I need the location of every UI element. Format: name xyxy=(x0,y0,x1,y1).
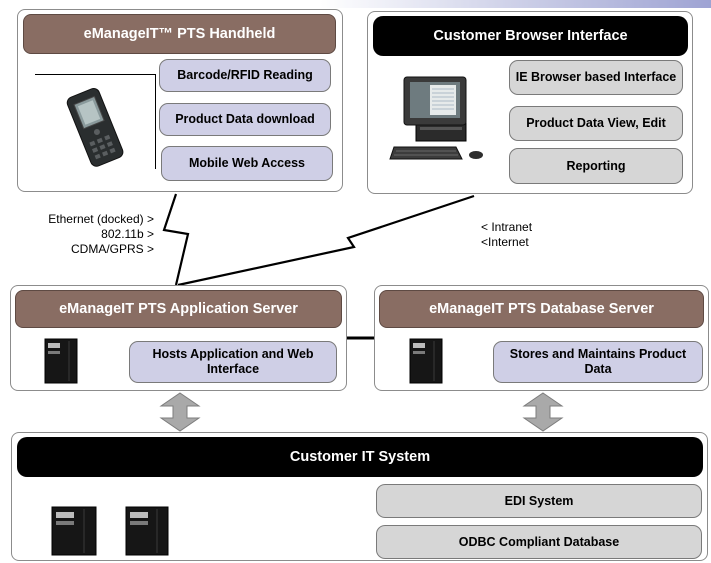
it-odbc-database: ODBC Compliant Database xyxy=(376,525,702,559)
link-cdma-gprs: CDMA/GPRS > xyxy=(70,242,154,256)
handheld-image-frame xyxy=(35,74,156,169)
handheld-title: eManageIT™ PTS Handheld xyxy=(23,14,336,54)
app-server-panel: eManageIT PTS Application Server Hosts A… xyxy=(10,285,347,391)
link-intranet: < Intranet xyxy=(481,220,533,234)
feature-product-data-download: Product Data download xyxy=(159,103,331,136)
server-tower-icon xyxy=(51,506,97,556)
top-gradient-bar xyxy=(0,0,711,8)
app-it-double-arrow xyxy=(159,392,201,432)
feature-barcode-rfid: Barcode/RFID Reading xyxy=(159,59,331,92)
browser-title: Customer Browser Interface xyxy=(373,16,688,56)
server-tower-icon xyxy=(409,338,443,384)
handheld-device-icon xyxy=(66,88,124,167)
it-edi-system: EDI System xyxy=(376,484,702,518)
app-server-feature: Hosts Application and Web Interface xyxy=(129,341,337,383)
server-tower-icon xyxy=(44,338,78,384)
feature-product-data-view-edit: Product Data View, Edit xyxy=(509,106,683,141)
db-server-title: eManageIT PTS Database Server xyxy=(379,290,704,328)
feature-mobile-web-access: Mobile Web Access xyxy=(161,146,333,181)
desktop-computer-icon xyxy=(389,76,483,160)
server-tower-icon xyxy=(125,506,169,556)
feature-reporting: Reporting xyxy=(509,148,683,184)
link-internet: <Internet xyxy=(481,235,529,249)
link-ethernet: Ethernet (docked) > xyxy=(48,212,154,226)
it-system-panel: Customer IT System EDI System ODBC Compl… xyxy=(11,432,708,561)
db-it-double-arrow xyxy=(522,392,564,432)
handheld-panel: eManageIT™ PTS Handheld Barcode/RFID Rea… xyxy=(17,9,343,192)
it-system-title: Customer IT System xyxy=(17,437,703,477)
feature-ie-browser: IE Browser based Interface xyxy=(509,60,683,95)
link-80211b: 802.11b > xyxy=(101,227,154,241)
db-server-feature: Stores and Maintains Product Data xyxy=(493,341,703,383)
db-server-panel: eManageIT PTS Database Server Stores and… xyxy=(374,285,709,391)
browser-panel: Customer Browser Interface IE Browser ba… xyxy=(367,11,693,194)
app-server-title: eManageIT PTS Application Server xyxy=(15,290,342,328)
